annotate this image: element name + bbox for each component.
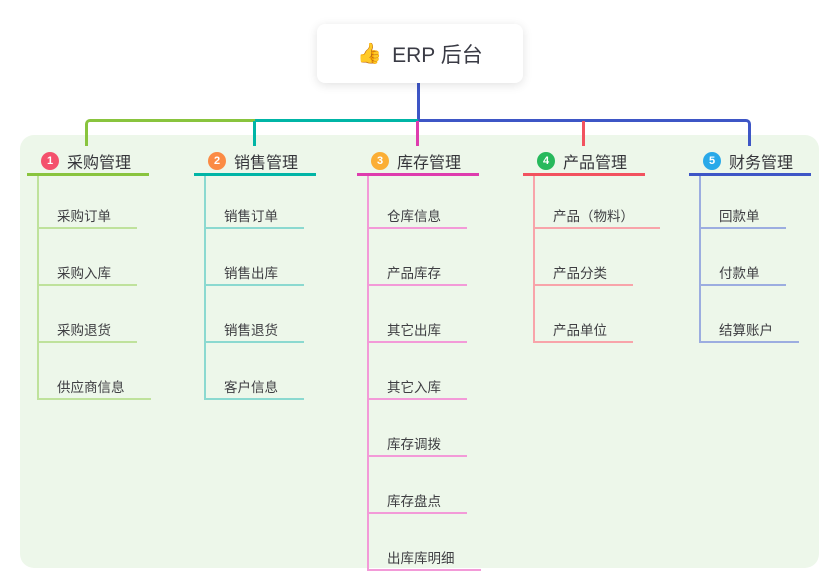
child-node[interactable]: 其它出库 bbox=[369, 286, 467, 343]
branch-children: 仓库信息 产品库存 其它出库 其它入库 库存调拨 库存盘点 出库库明细 bbox=[367, 176, 481, 571]
child-node[interactable]: 供应商信息 bbox=[39, 343, 151, 400]
branch: 1 采购管理 采购订单 采购入库 采购退货 供应商信息 bbox=[27, 148, 151, 400]
branch-node[interactable]: 3 库存管理 bbox=[357, 148, 479, 176]
child-label: 采购订单 bbox=[57, 209, 111, 224]
child-label: 回款单 bbox=[719, 209, 760, 224]
branch-children: 采购订单 采购入库 采购退货 供应商信息 bbox=[37, 176, 151, 400]
branch-label: 产品管理 bbox=[563, 154, 628, 172]
branch-number-badge: 5 bbox=[703, 151, 721, 170]
child-node[interactable]: 库存盘点 bbox=[369, 457, 467, 514]
branch-number-badge: 1 bbox=[41, 151, 59, 170]
connector-branch-drop bbox=[253, 121, 256, 146]
child-label: 其它入库 bbox=[387, 380, 441, 395]
branch-children: 回款单 付款单 结算账户 bbox=[699, 176, 799, 343]
child-node[interactable]: 仓库信息 bbox=[369, 176, 467, 229]
child-node[interactable]: 产品单位 bbox=[535, 286, 633, 343]
child-node[interactable]: 其它入库 bbox=[369, 343, 467, 400]
child-label: 出库库明细 bbox=[387, 551, 455, 566]
branch-node[interactable]: 4 产品管理 bbox=[523, 148, 645, 176]
child-node[interactable]: 销售退货 bbox=[206, 286, 304, 343]
child-label: 仓库信息 bbox=[387, 209, 441, 224]
child-node[interactable]: 产品分类 bbox=[535, 229, 633, 286]
branch: 3 库存管理 仓库信息 产品库存 其它出库 其它入库 库存调拨 库存盘点 出库库… bbox=[357, 148, 481, 571]
branch-children: 产品（物料） 产品分类 产品单位 bbox=[533, 176, 660, 343]
branch-number-badge: 2 bbox=[208, 151, 226, 170]
child-node[interactable]: 付款单 bbox=[701, 229, 786, 286]
branch-label: 采购管理 bbox=[67, 154, 132, 172]
root-title: ERP 后台 bbox=[392, 43, 483, 67]
connector-trunk-left bbox=[85, 119, 255, 146]
child-label: 产品分类 bbox=[553, 266, 607, 281]
child-node[interactable]: 产品（物料） bbox=[535, 176, 660, 229]
branch-node[interactable]: 5 财务管理 bbox=[689, 148, 811, 176]
child-label: 其它出库 bbox=[387, 323, 441, 338]
branch: 2 销售管理 销售订单 销售出库 销售退货 客户信息 bbox=[194, 148, 316, 400]
child-label: 库存盘点 bbox=[387, 494, 441, 509]
child-label: 采购入库 bbox=[57, 266, 111, 281]
child-label: 产品库存 bbox=[387, 266, 441, 281]
child-node[interactable]: 采购订单 bbox=[39, 176, 137, 229]
branch-children: 销售订单 销售出库 销售退货 客户信息 bbox=[204, 176, 304, 400]
child-label: 采购退货 bbox=[57, 323, 111, 338]
child-node[interactable]: 采购退货 bbox=[39, 286, 137, 343]
child-label: 销售退货 bbox=[224, 323, 278, 338]
child-label: 付款单 bbox=[719, 266, 760, 281]
child-node[interactable]: 库存调拨 bbox=[369, 400, 467, 457]
child-label: 产品单位 bbox=[553, 323, 607, 338]
branch-number-badge: 4 bbox=[537, 151, 555, 170]
child-label: 销售订单 bbox=[224, 209, 278, 224]
child-node[interactable]: 结算账户 bbox=[701, 286, 799, 343]
child-label: 销售出库 bbox=[224, 266, 278, 281]
branch-number-badge: 3 bbox=[371, 151, 389, 170]
child-label: 客户信息 bbox=[224, 380, 278, 395]
child-label: 产品（物料） bbox=[553, 209, 634, 224]
branch-label: 财务管理 bbox=[729, 154, 794, 172]
connector-root-line bbox=[417, 83, 420, 119]
child-node[interactable]: 客户信息 bbox=[206, 343, 304, 400]
branch-node[interactable]: 2 销售管理 bbox=[194, 148, 316, 176]
branch-label: 销售管理 bbox=[234, 154, 299, 172]
child-node[interactable]: 销售订单 bbox=[206, 176, 304, 229]
branch: 5 财务管理 回款单 付款单 结算账户 bbox=[689, 148, 811, 343]
child-label: 供应商信息 bbox=[57, 380, 125, 395]
child-node[interactable]: 出库库明细 bbox=[369, 514, 481, 571]
root-node[interactable]: 👍 ERP 后台 bbox=[317, 24, 523, 83]
connector-trunk-middle bbox=[255, 119, 418, 122]
branch: 4 产品管理 产品（物料） 产品分类 产品单位 bbox=[523, 148, 660, 343]
connector-branch-drop bbox=[416, 121, 419, 146]
child-node[interactable]: 产品库存 bbox=[369, 229, 467, 286]
branch-node[interactable]: 1 采购管理 bbox=[27, 148, 149, 176]
child-node[interactable]: 采购入库 bbox=[39, 229, 137, 286]
branch-label: 库存管理 bbox=[397, 154, 462, 172]
connector-branch-drop bbox=[582, 121, 585, 146]
branches-panel bbox=[20, 135, 819, 568]
connector-trunk-right bbox=[418, 119, 751, 146]
child-node[interactable]: 回款单 bbox=[701, 176, 786, 229]
child-label: 库存调拨 bbox=[387, 437, 441, 452]
child-node[interactable]: 销售出库 bbox=[206, 229, 304, 286]
thumbs-up-icon: 👍 bbox=[357, 43, 383, 65]
child-label: 结算账户 bbox=[719, 323, 773, 338]
